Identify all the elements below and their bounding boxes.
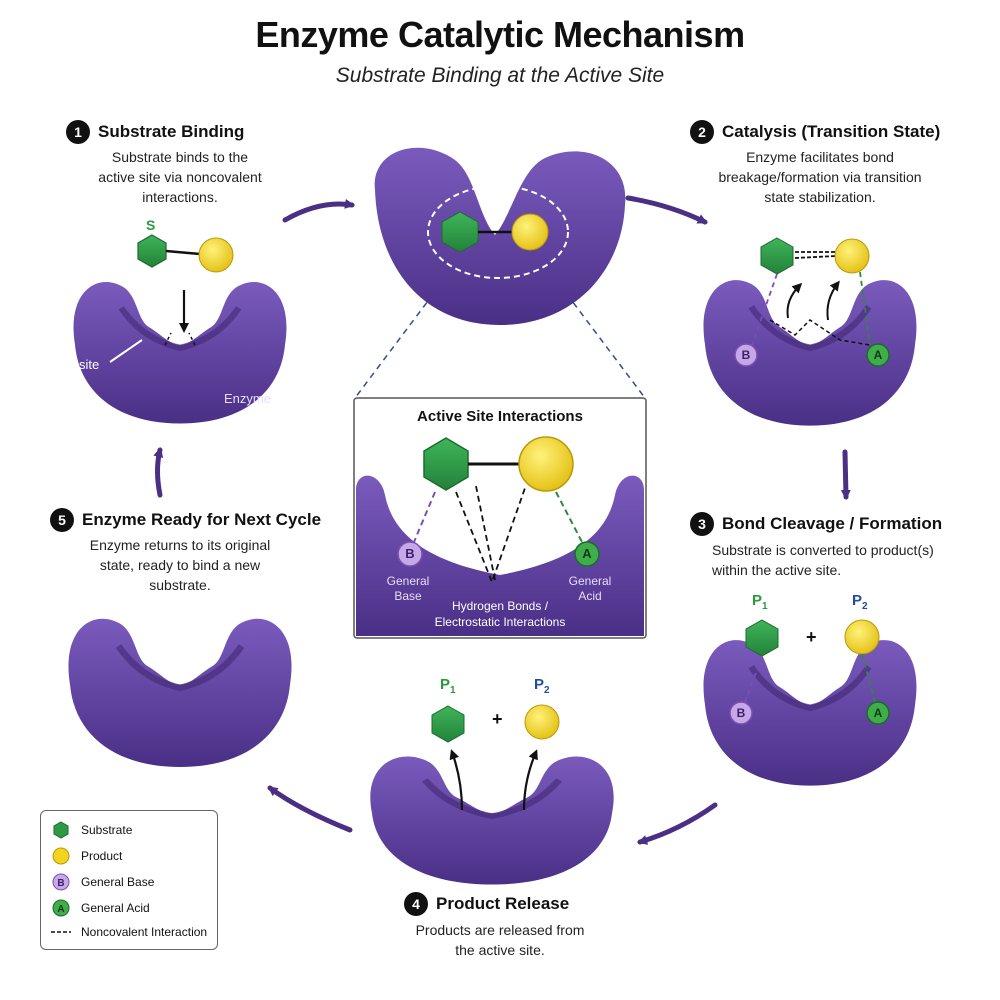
step3-base-letter: B [736,706,746,720]
legend-item-substrate: Substrate [51,821,132,839]
dashed-line-icon [51,931,71,933]
inset-title: Active Site Interactions [417,408,583,425]
step3-acid-letter: A [873,706,883,720]
enzyme-step4 [370,704,613,885]
inset-bonds-label: Hydrogen Bonds /Electrostatic Interactio… [434,599,566,629]
step-1-heading: 1 Substrate Binding [66,120,244,144]
page-subtitle: Substrate Binding at the Active Site [335,64,665,87]
zoom-connectors [354,284,646,399]
general-base-icon: B [52,873,70,891]
enzyme-step2 [704,237,917,426]
cycle-arrows [153,195,851,845]
step-3-title: Bond Cleavage / Formation [722,514,943,533]
inset-acid-letter: A [582,546,592,561]
step-3-number: 3 [690,512,714,536]
inset-base-letter: B [405,546,415,561]
arrow-2-to-3 [840,449,851,500]
step-5-number: 5 [50,508,74,532]
step3-p1-label: P1 [752,592,768,612]
step-4-heading: 4 Product Release [404,892,569,916]
substrate-label: S [146,217,156,233]
enzyme-step1 [74,234,287,424]
page-title: Enzyme Catalytic Mechanism [255,14,745,55]
step2-acid-letter: A [873,348,883,362]
legend-item-general-acid: A General Acid [51,899,150,917]
svg-text:B: B [57,878,64,889]
step-4-title: Product Release [436,894,570,913]
step3-p2-label: P2 [852,592,868,612]
step-1-title: Substrate Binding [98,122,245,141]
inset-box [353,397,647,639]
circle-icon [52,847,70,865]
step4-p2-label: P2 [534,676,550,696]
legend: Substrate Product B General Base A Gener… [40,810,218,950]
substrate-circle [198,237,234,273]
enzyme-step5 [68,619,291,767]
step-1-number: 1 [66,120,90,144]
legend-item-noncovalent: Noncovalent Interaction [51,925,207,939]
enzyme-step3 [704,619,917,786]
arrow-4-to-5 [267,785,353,833]
arrow-top-to-2 [625,195,708,225]
enzyme-center-bound [374,147,626,325]
hexagon-icon [53,821,69,839]
step2-base-letter: B [741,348,751,362]
step-2-title: Catalysis (Transition State) [722,122,941,141]
step-5-title: Enzyme Ready for Next Cycle [82,510,322,529]
step-4-number: 4 [404,892,428,916]
arrow-5-to-1 [153,447,164,498]
svg-text:A: A [57,904,64,915]
active-site-label: Active site [40,357,100,372]
step-3-heading: 3 Bond Cleavage / Formation [690,512,942,536]
step-2-heading: 2 Catalysis (Transition State) [690,120,940,144]
general-acid-icon: A [52,899,70,917]
step-2-number: 2 [690,120,714,144]
legend-item-product: Product [51,847,122,865]
substrate-hexagon [137,234,167,268]
legend-item-general-base: B General Base [51,873,154,891]
step-5-heading: 5 Enzyme Ready for Next Cycle [50,508,321,532]
step3-plus: + [806,627,817,647]
step4-p1-label: P1 [440,676,456,696]
arrow-3-to-4 [637,802,718,845]
enzyme-label: Enzyme [224,391,271,406]
arrow-1-to-top [282,198,355,223]
step4-plus: + [492,709,503,729]
step-3-description: Substrate is converted to product(s)with… [712,542,934,578]
